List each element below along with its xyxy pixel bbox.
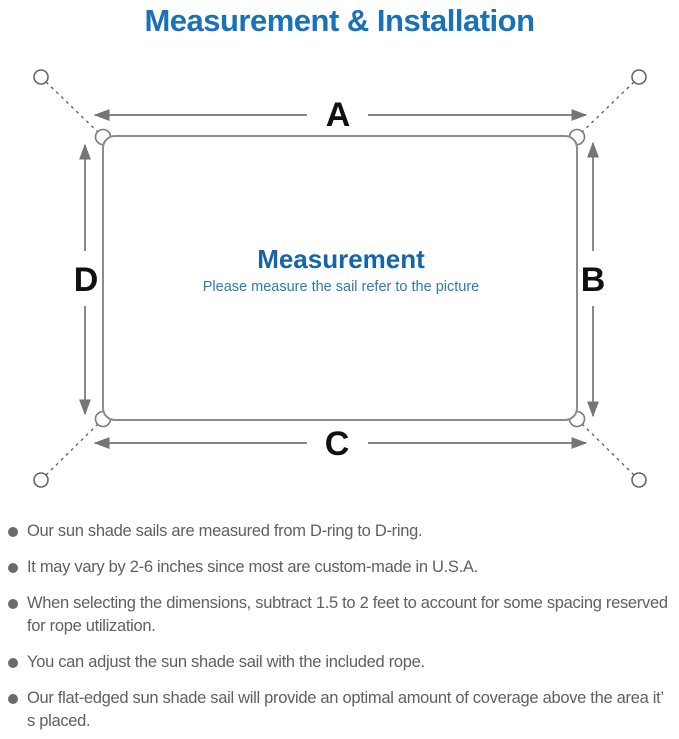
dimension-label-a: A <box>326 96 351 134</box>
bullet-dot-icon <box>8 694 18 704</box>
anchor-point-top-left <box>33 69 49 85</box>
note-item: It may vary by 2-6 inches since most are… <box>8 556 673 579</box>
rope-dashed-line-top-right <box>578 81 635 136</box>
rope-dashed-line-bottom-left <box>45 420 102 476</box>
sail-diagram-svg: A C D B Measurement Please measure the s… <box>33 69 647 488</box>
anchor-point-bottom-left <box>33 472 49 488</box>
note-item: You can adjust the sun shade sail with t… <box>8 651 673 674</box>
sail-outline <box>102 135 578 421</box>
note-text: It may vary by 2-6 inches since most are… <box>27 558 478 576</box>
note-text: Our sun shade sails are measured from D-… <box>27 522 423 540</box>
bullet-dot-icon <box>8 658 18 668</box>
note-text: Our flat-edged sun shade sail will provi… <box>27 689 664 730</box>
dimension-label-d: D <box>74 261 99 299</box>
diagram-center-title: Measurement <box>257 244 425 274</box>
anchor-point-top-right <box>631 69 647 85</box>
diagram-center-subtitle: Please measure the sail refer to the pic… <box>203 279 479 295</box>
dimension-label-b: B <box>581 261 606 299</box>
rope-dashed-line-top-left <box>45 81 102 136</box>
note-item: When selecting the dimensions, subtract … <box>8 592 673 638</box>
measurement-diagram: A C D B Measurement Please measure the s… <box>0 48 679 508</box>
measurement-notes-list: Our sun shade sails are measured from D-… <box>0 508 679 733</box>
note-text: You can adjust the sun shade sail with t… <box>27 653 425 671</box>
bullet-dot-icon <box>8 563 18 573</box>
rope-dashed-line-bottom-right <box>578 420 635 476</box>
note-item: Our sun shade sails are measured from D-… <box>8 520 673 543</box>
note-text: When selecting the dimensions, subtract … <box>27 594 668 635</box>
bullet-dot-icon <box>8 527 18 537</box>
anchor-point-bottom-right <box>631 472 647 488</box>
bullet-dot-icon <box>8 599 18 609</box>
page-title: Measurement & Installation <box>144 3 535 38</box>
note-item: Our flat-edged sun shade sail will provi… <box>8 687 673 733</box>
dimension-label-c: C <box>325 425 350 463</box>
